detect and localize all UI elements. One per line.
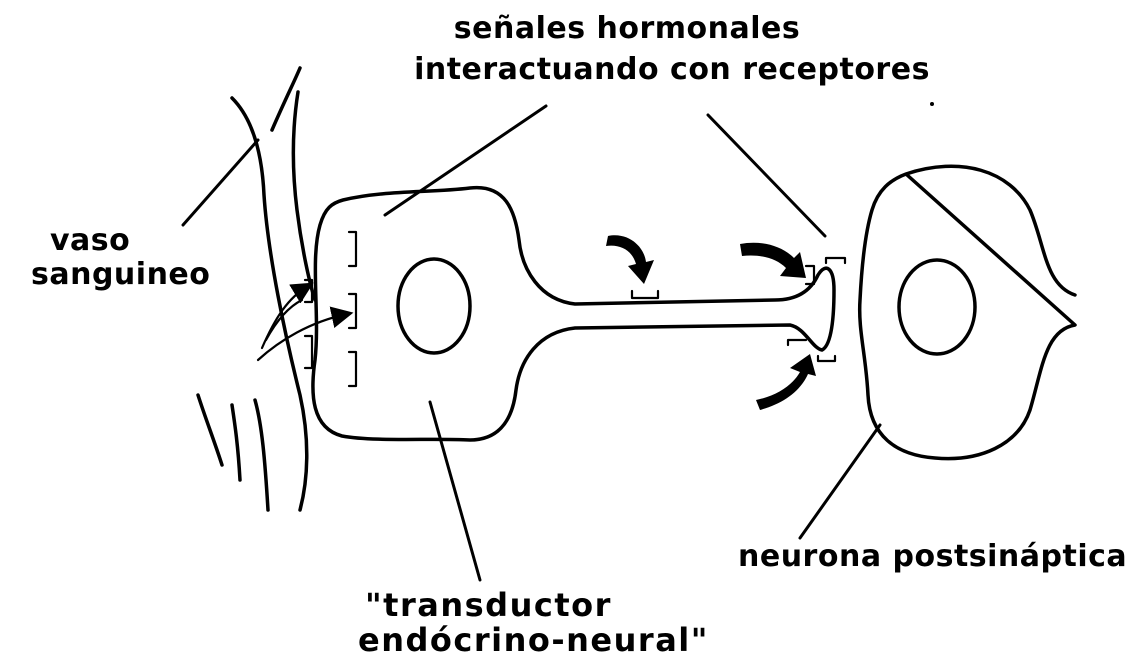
- label-transducer-line2: endócrino-neural": [358, 621, 709, 659]
- postsynaptic-nucleus: [899, 260, 975, 354]
- postsynaptic-neuron: [860, 166, 1075, 458]
- hormonal-signal-arrow: [606, 235, 654, 284]
- transducer-cell-body: [313, 188, 834, 440]
- leader-line-postsynaptic: [800, 425, 880, 538]
- leader-line-transducer: [430, 402, 480, 580]
- label-hormonal-signals-line2: interactuando con receptores: [414, 52, 930, 87]
- receptor-bracket: [349, 232, 356, 266]
- blood-vessel: [198, 68, 315, 510]
- label-blood-vessel-line1: vaso: [50, 223, 130, 258]
- label-hormonal-signals-line1: señales hormonales: [454, 11, 800, 46]
- hormonal-signal-arrow: [756, 354, 816, 410]
- receptor-bracket: [826, 258, 845, 263]
- leader-line-vessel: [183, 140, 258, 225]
- receptor-bracket: [349, 352, 356, 386]
- receptor-bracket: [788, 340, 806, 345]
- hormonal-signal-arrow: [740, 243, 806, 278]
- leader-line-hormonal-signals: [385, 106, 546, 215]
- receptor-bracket: [305, 336, 312, 368]
- label-blood-vessel-line2: sanguineo: [31, 257, 210, 292]
- transducer-nucleus: [398, 259, 470, 353]
- receptor-bracket: [349, 294, 356, 328]
- receptor-bracket: [818, 356, 835, 361]
- hormone-flow-arrows: [258, 286, 347, 360]
- stray-dot: [930, 102, 934, 106]
- leader-line-receptors: [708, 115, 825, 236]
- label-transducer-line1: "transductor: [365, 586, 612, 624]
- receptor-bracket: [632, 291, 658, 298]
- postsynaptic-neuron-body: [860, 166, 1075, 458]
- label-postsynaptic-neuron: neurona postsináptica: [738, 539, 1127, 574]
